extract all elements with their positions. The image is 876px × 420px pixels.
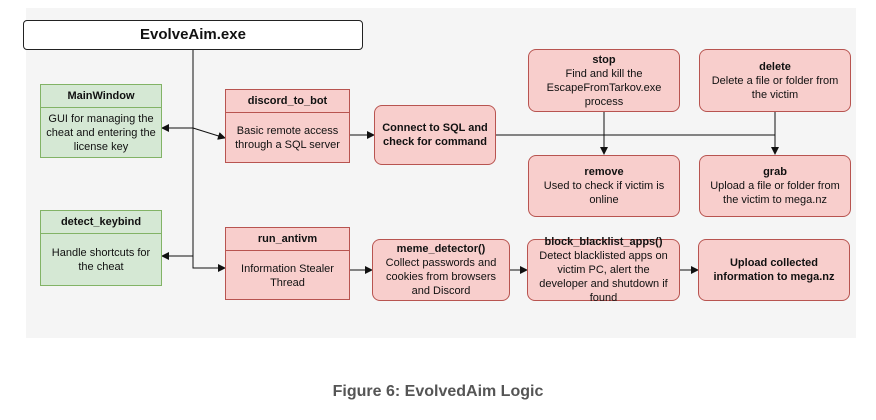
run-antivm-body: Information Stealer Thread	[241, 262, 334, 289]
mainwindow-body: GUI for managing the cheat and entering …	[46, 113, 156, 153]
run-antivm-title: run_antivm	[226, 228, 349, 251]
block-blacklist-title: block_blacklist_apps()	[544, 236, 663, 248]
discord-to-bot-title: discord_to_bot	[226, 90, 349, 113]
detect-keybind-body: Handle shortcuts for the cheat	[51, 247, 151, 273]
detect-keybind-title: detect_keybind	[41, 211, 161, 234]
connect-sql-node: Connect to SQL and check for command	[374, 105, 496, 165]
mainwindow-node: MainWindow GUI for managing the cheat an…	[40, 84, 162, 158]
arrow-to-antivm	[192, 256, 226, 272]
mainwindow-title: MainWindow	[41, 85, 161, 108]
stop-command-node: stop Find and kill the EscapeFromTarkov.…	[528, 49, 680, 112]
remove-title: remove	[584, 166, 624, 178]
block-blacklist-body: Detect blacklisted apps on victim PC, al…	[539, 250, 668, 304]
grab-body: Upload a file or folder from the victim …	[710, 180, 840, 206]
delete-title: delete	[759, 60, 791, 73]
detect-keybind-node: detect_keybind Handle shortcuts for the …	[40, 210, 162, 286]
remove-command-node: remove Used to check if victim is online	[528, 155, 680, 217]
grab-command-node: grab Upload a file or folder from the vi…	[699, 155, 851, 217]
grab-title: grab	[763, 166, 787, 178]
meme-detector-node: meme_detector() Collect passwords and co…	[372, 239, 510, 301]
discord-to-bot-node: discord_to_bot Basic remote access throu…	[225, 89, 350, 163]
stop-title: stop	[592, 53, 616, 66]
remove-body: Used to check if victim is online	[543, 180, 665, 206]
block-blacklist-apps-node: block_blacklist_apps() Detect blackliste…	[527, 236, 680, 304]
meme-detector-body: Collect passwords and cookies from brows…	[385, 257, 497, 297]
connect-sql-title: Connect to SQL and check for command	[382, 122, 488, 148]
delete-command-node: delete Delete a file or folder from the …	[699, 49, 851, 112]
figure-caption: Figure 6: EvolvedAim Logic	[332, 383, 544, 400]
meme-detector-title: meme_detector()	[396, 243, 486, 255]
discord-to-bot-body: Basic remote access through a SQL server	[235, 125, 340, 151]
stop-body: Find and kill the EscapeFromTarkov.exe p…	[546, 67, 662, 108]
run-antivm-node: run_antivm Information Stealer Thread	[225, 227, 350, 300]
arrow-to-discord	[192, 127, 226, 140]
delete-body: Delete a file or folder from the victim	[711, 74, 839, 101]
upload-node: Upload collected information to mega.nz	[698, 239, 850, 301]
app-title-box: EvolveAim.exe	[23, 20, 363, 50]
upload-title: Upload collected information to mega.nz	[713, 257, 835, 283]
